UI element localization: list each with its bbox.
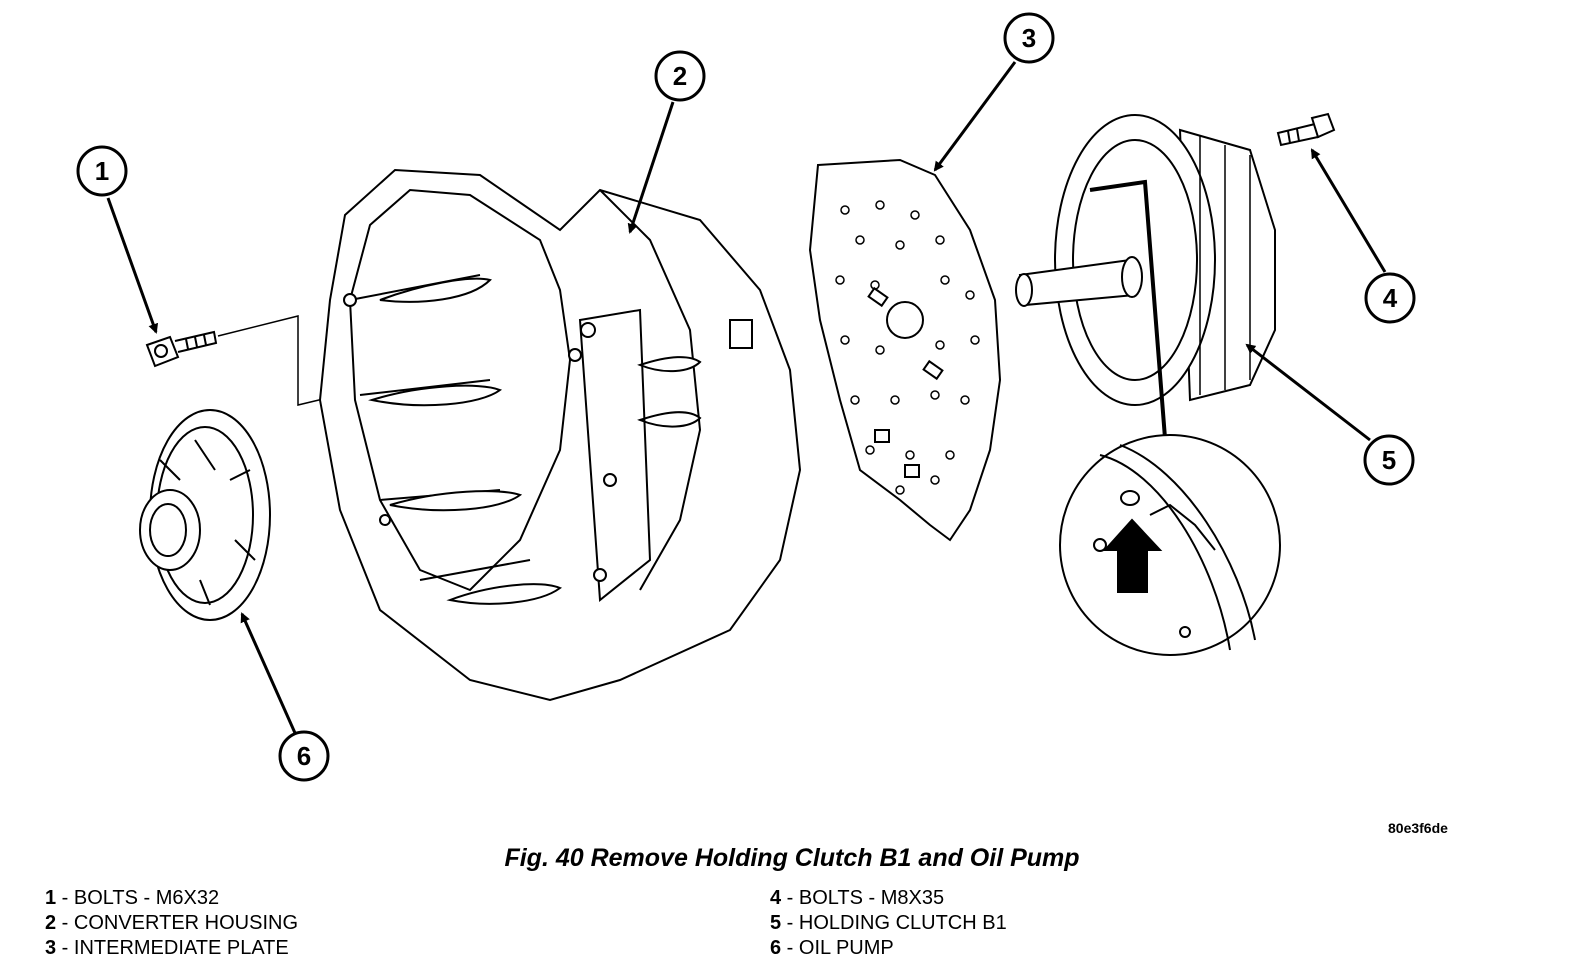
callout-6: 6	[278, 730, 330, 782]
callout-2-label: 2	[673, 61, 687, 91]
legend-right: 4 - BOLTS - M8X35 5 - HOLDING CLUTCH B1 …	[770, 886, 1007, 961]
legend-item: 2 - CONVERTER HOUSING	[45, 911, 298, 936]
figure-caption: Fig. 40 Remove Holding Clutch B1 and Oil…	[504, 844, 1080, 872]
legend-text: - OIL PUMP	[781, 937, 894, 959]
legend-number: 3	[45, 937, 57, 959]
exploded-diagram: 1 2 3 4 5 6	[76, 12, 1416, 782]
legend-number: 5	[770, 912, 782, 934]
legend-left: 1 - BOLTS - M6X32 2 - CONVERTER HOUSING …	[45, 886, 298, 961]
legend-number: 2	[45, 912, 57, 934]
detail-view	[1059, 434, 1281, 656]
legend-item: 4 - BOLTS - M8X35	[770, 886, 1007, 911]
figure-code: 80e3f6de	[1388, 820, 1448, 836]
legend-item: 5 - HOLDING CLUTCH B1	[770, 911, 1007, 936]
callout-5-label: 5	[1382, 445, 1396, 475]
legend-item: 6 - OIL PUMP	[770, 936, 1007, 961]
legend-item: 3 - INTERMEDIATE PLATE	[45, 936, 298, 961]
callout-3: 3	[1003, 12, 1055, 64]
callout-1-label: 1	[95, 156, 109, 186]
legend-text: - BOLTS - M6X32	[56, 887, 220, 909]
callout-3-label: 3	[1022, 23, 1036, 53]
legend-number: 1	[45, 887, 57, 909]
legend-text: - BOLTS - M8X35	[781, 887, 945, 909]
callout-6-label: 6	[297, 741, 311, 771]
oil-pump-part	[139, 409, 271, 621]
legend-number: 4	[770, 887, 782, 909]
callout-2: 2	[654, 50, 706, 102]
legend-text: - INTERMEDIATE PLATE	[56, 937, 289, 959]
legend-number: 6	[770, 937, 782, 959]
callout-4: 4	[1364, 272, 1416, 324]
callout-5: 5	[1363, 434, 1415, 486]
bolt-m8x35-part	[1276, 112, 1336, 147]
callout-4-label: 4	[1383, 283, 1398, 313]
callout-1: 1	[76, 145, 128, 197]
leader-arrows	[106, 61, 1387, 734]
intermediate-plate-part	[808, 158, 1002, 542]
legend-item: 1 - BOLTS - M6X32	[45, 886, 298, 911]
bolt-m6x32-part	[145, 330, 218, 368]
alignment-line-5	[1089, 179, 1167, 439]
legend-text: - CONVERTER HOUSING	[56, 912, 298, 934]
legend-text: - HOLDING CLUTCH B1	[781, 912, 1007, 934]
converter-housing-part	[318, 168, 802, 702]
holding-clutch-b1-part	[1015, 114, 1276, 406]
